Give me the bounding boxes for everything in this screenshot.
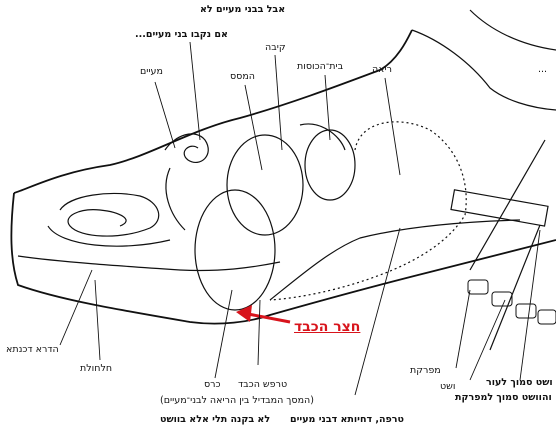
- red-arrowhead: [236, 305, 252, 322]
- keiva-omasum: [300, 124, 345, 150]
- spine-back-line: [412, 30, 556, 110]
- belly-outline: [11, 193, 556, 324]
- label-if-pierced: אם נקבו בני מעיים...: [135, 30, 228, 40]
- diaphragm-line: [270, 220, 520, 300]
- label-tarpash-hakaved: טרפש הכבד: [238, 380, 287, 390]
- label-mafreket: מפרקת: [410, 366, 441, 376]
- beit-hakosot-reticulum: [305, 130, 355, 200]
- keres-rumen: [195, 190, 275, 310]
- label-hadra-dechanta: הדרא דכנתא: [6, 345, 59, 355]
- label-vehaveshet-samuch: והוושט סמוך למפרקת: [455, 393, 552, 403]
- label-tarpash-note: (המסך המבדיל בין הריאה לבני־מעיים): [160, 396, 314, 406]
- label-reia: ריאה: [372, 65, 392, 75]
- label-top-right: ...: [538, 65, 547, 75]
- leader-lines: [60, 42, 540, 395]
- label-meayim: מעיים: [140, 67, 163, 77]
- label-bottom-line1: טרפה, דחיותא דבני מעיים: [290, 415, 404, 425]
- intestines-coil: [48, 194, 170, 247]
- esophagus-line: [470, 140, 545, 270]
- vertebrae: [468, 280, 556, 324]
- label-keiva: קיבה: [265, 43, 286, 53]
- inner-wall-line: [18, 256, 280, 271]
- lung-dotted: [270, 122, 466, 300]
- body-outline: [14, 30, 412, 193]
- neck-curve: [470, 10, 556, 50]
- label-bottom-line2: לא בקנה תלי אלא בוושט: [160, 415, 270, 425]
- label-keres: כרס: [204, 380, 221, 390]
- label-hamases: המסס: [230, 72, 255, 82]
- label-beit-hakosot: בית־הכוסות: [297, 62, 343, 72]
- label-chatzar-hakaved: חצר הכבד: [294, 320, 360, 334]
- label-chalcholet: חלחולת: [80, 364, 112, 374]
- label-samuch-leor: ושט סמוך לעור: [486, 378, 553, 388]
- label-top: אבל בבני מעיים לא: [200, 5, 285, 15]
- label-veshet: ושט: [440, 382, 455, 392]
- hamases-abomasum: [227, 135, 303, 235]
